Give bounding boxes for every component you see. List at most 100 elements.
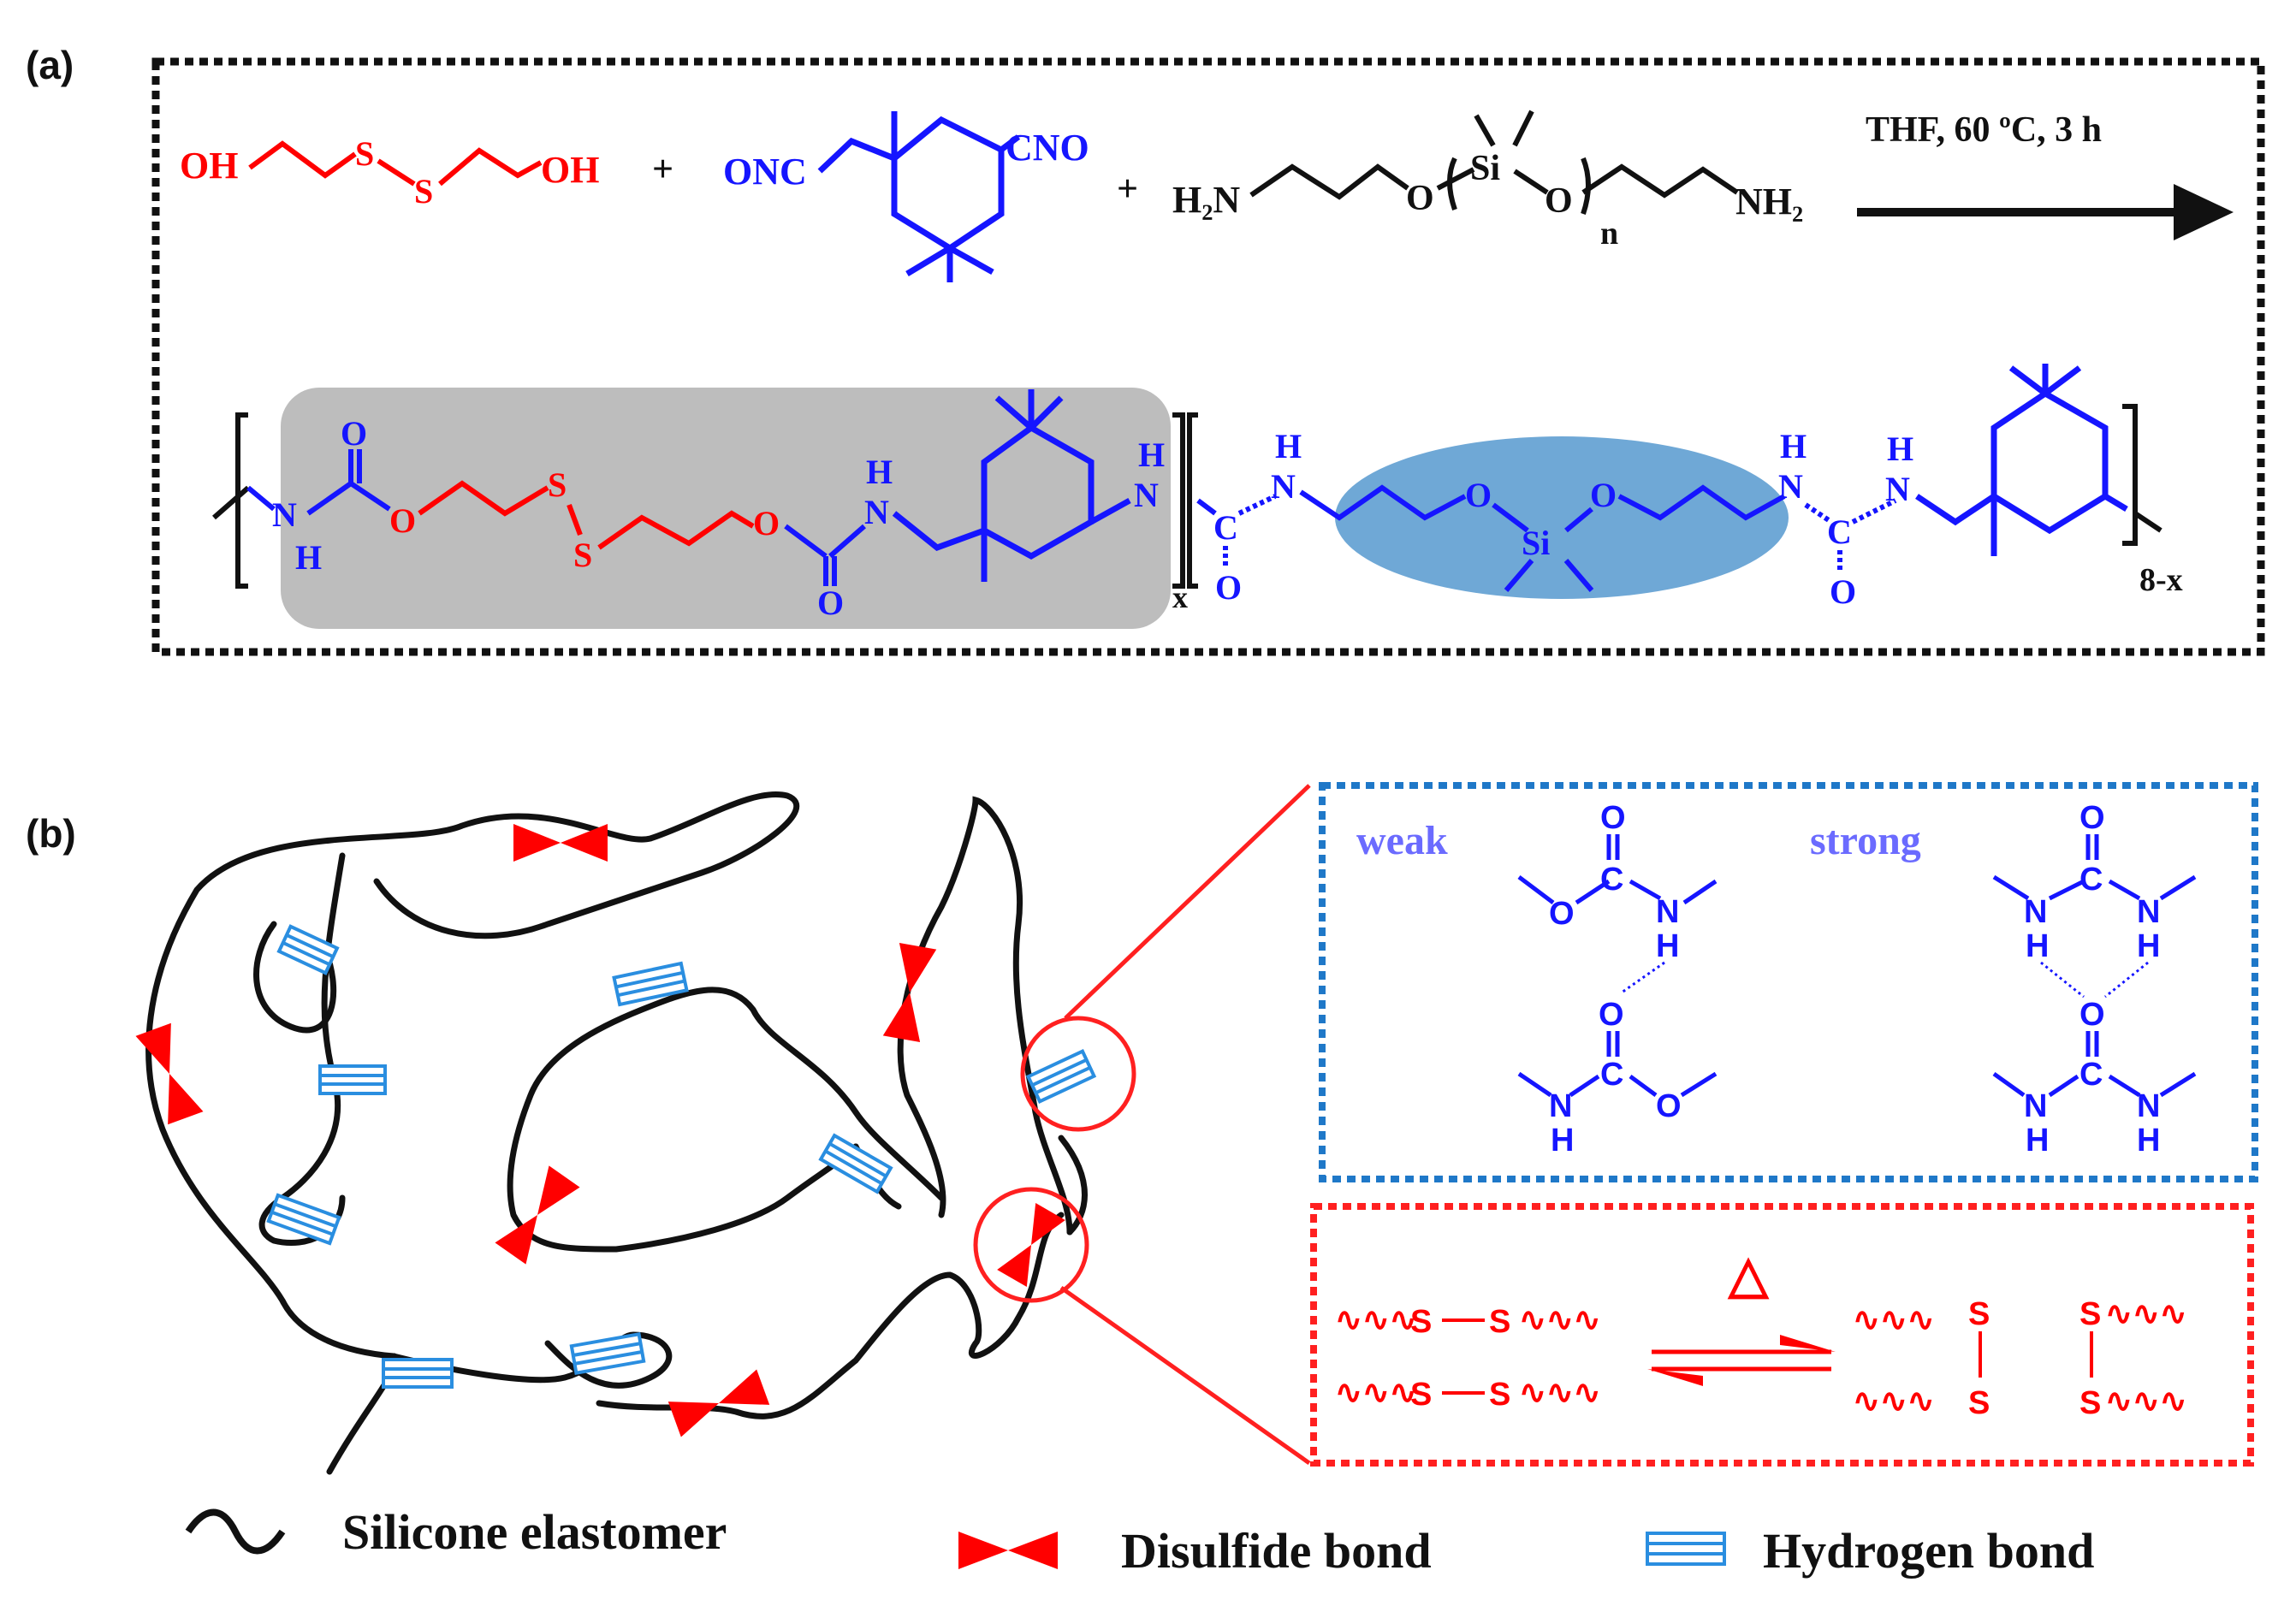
svg-text:∿∿∿: ∿∿∿	[1335, 1375, 1417, 1411]
reaction-arrowhead	[2174, 184, 2234, 240]
svg-text:S: S	[1489, 1377, 1510, 1413]
svg-text:O: O	[1656, 1088, 1682, 1124]
svg-text:C: C	[1600, 862, 1623, 898]
svg-text:∿∿∿: ∿∿∿	[1519, 1375, 1601, 1411]
prod-n3: N	[1134, 476, 1159, 514]
legend-disulfide-bond: Disulfide bond	[1121, 1523, 1432, 1579]
polymer-network	[145, 791, 1088, 1475]
svg-text:H: H	[1656, 928, 1679, 964]
oh-right: OH	[541, 149, 599, 191]
svg-text:H: H	[2137, 928, 2160, 964]
legend: Silicone elastomer Disulfide bond Hydrog…	[185, 1504, 2094, 1579]
prod-c2: C	[1827, 513, 1852, 551]
prod-o-ester1: O	[389, 501, 416, 540]
svg-text:N: N	[1656, 894, 1679, 930]
svg-text:N: N	[1549, 1088, 1572, 1124]
svg-text:O: O	[2079, 997, 2105, 1033]
prod-o-top1: O	[341, 414, 367, 453]
svg-text:C: C	[1600, 1057, 1623, 1093]
hbond-icon	[1646, 1532, 1726, 1566]
onc-label: ONC	[723, 151, 807, 193]
svg-text:H: H	[1551, 1123, 1574, 1159]
svg-text:H: H	[2137, 1123, 2160, 1159]
svg-text:S: S	[1410, 1304, 1432, 1340]
bowtie-icon	[958, 1532, 1058, 1569]
panel-b-label: (b)	[26, 811, 76, 856]
prod-s1: S	[548, 465, 567, 504]
prod-si: Si	[1522, 524, 1550, 562]
soft-segment-oval	[1335, 436, 1789, 599]
network-hbond-markers	[266, 924, 1097, 1389]
svg-text:C: C	[2079, 862, 2103, 898]
svg-text:S: S	[2079, 1385, 2101, 1421]
svg-text:S: S	[1410, 1377, 1432, 1413]
svg-text:O: O	[2079, 800, 2105, 836]
prod-h1: H	[295, 538, 322, 577]
panel-a-label: (a)	[26, 43, 74, 87]
oh-left: OH	[180, 145, 238, 187]
disulfide-detail-box	[1310, 1203, 2254, 1467]
svg-text:H: H	[2026, 1123, 2049, 1159]
prod-o-c2: O	[1830, 572, 1856, 611]
svg-text:S: S	[2079, 1296, 2101, 1332]
prod-x: x	[1172, 580, 1188, 614]
disulfide-detail: △ ∿∿∿ S S ∿∿∿ ∿∿∿ S S ∿∿∿ ∿∿∿ S ∿∿∿ S S …	[1335, 1246, 2187, 1421]
hbond-detail-box	[1319, 782, 2258, 1182]
plus-2: +	[1117, 168, 1138, 210]
svg-text:N: N	[2024, 894, 2047, 930]
svg-text:S: S	[1968, 1385, 1990, 1421]
s-atom-1: S	[355, 134, 374, 173]
svg-text:O: O	[1599, 997, 1624, 1033]
nh2-label: NH₂	[1735, 181, 1803, 222]
product-structure: N H O O S S O O H N	[212, 364, 2183, 629]
weak-label: weak	[1356, 818, 1448, 863]
panel-a-frame	[151, 57, 2265, 656]
s-atom-2: S	[414, 172, 433, 210]
svg-text:S: S	[1968, 1296, 1990, 1332]
prod-h2: H	[866, 453, 893, 491]
cno-label: CNO	[1006, 127, 1089, 169]
prod-n4: N	[1271, 467, 1296, 506]
hbond-zoom-circle	[1020, 1016, 1136, 1132]
prod-h4: H	[1275, 427, 1302, 465]
prod-si-o1: O	[1465, 476, 1492, 514]
strong-label: strong	[1810, 818, 1921, 863]
prod-n1: N	[272, 495, 297, 534]
svg-text:O: O	[1549, 896, 1575, 932]
svg-text:∿∿∿: ∿∿∿	[1853, 1384, 1935, 1419]
disulfide-zoom-circle	[973, 1187, 1089, 1303]
legend-silicone-elastomer: Silicone elastomer	[342, 1504, 727, 1560]
prod-c1: C	[1213, 508, 1238, 547]
prod-o-c1: O	[1215, 568, 1242, 607]
reactant-aminopropyl-pdms: H₂N O Si O n NH₂	[1172, 110, 1803, 252]
prod-o-bottom1: O	[817, 584, 844, 622]
legend-hydrogen-bond: Hydrogen bond	[1763, 1523, 2094, 1579]
svg-text:∿∿∿: ∿∿∿	[1853, 1302, 1935, 1338]
delta-symbol: △	[1727, 1246, 1770, 1303]
o-atom-1: O	[1406, 179, 1434, 218]
svg-text:C: C	[2079, 1057, 2103, 1093]
n-subscript: n	[1600, 216, 1618, 252]
prod-h3: H	[1138, 436, 1165, 474]
svg-text:O: O	[1600, 800, 1626, 836]
svg-text:∿∿∿: ∿∿∿	[2105, 1384, 2187, 1419]
svg-text:N: N	[2137, 1088, 2160, 1124]
reactant-ipdi: ONC CNO	[723, 111, 1089, 282]
reactant-dithiodiethanol: OH S S OH	[180, 134, 599, 210]
zoom-indicators	[973, 784, 1311, 1466]
prod-o-ester2: O	[753, 504, 780, 542]
si-atom: Si	[1470, 149, 1500, 188]
plus-1: +	[652, 148, 673, 190]
svg-text:N: N	[2024, 1088, 2047, 1124]
prod-si-o2: O	[1590, 476, 1617, 514]
svg-text:H: H	[2026, 928, 2049, 964]
prod-s2: S	[573, 536, 592, 574]
svg-text:∿∿∿: ∿∿∿	[2105, 1296, 2187, 1332]
svg-text:N: N	[2137, 894, 2160, 930]
h2n-label: H₂N	[1172, 179, 1240, 221]
prod-n2: N	[864, 493, 889, 531]
prod-n6: N	[1885, 470, 1910, 508]
prod-subscript: 8-x	[2139, 562, 2183, 598]
svg-text:∿∿∿: ∿∿∿	[1335, 1302, 1417, 1338]
